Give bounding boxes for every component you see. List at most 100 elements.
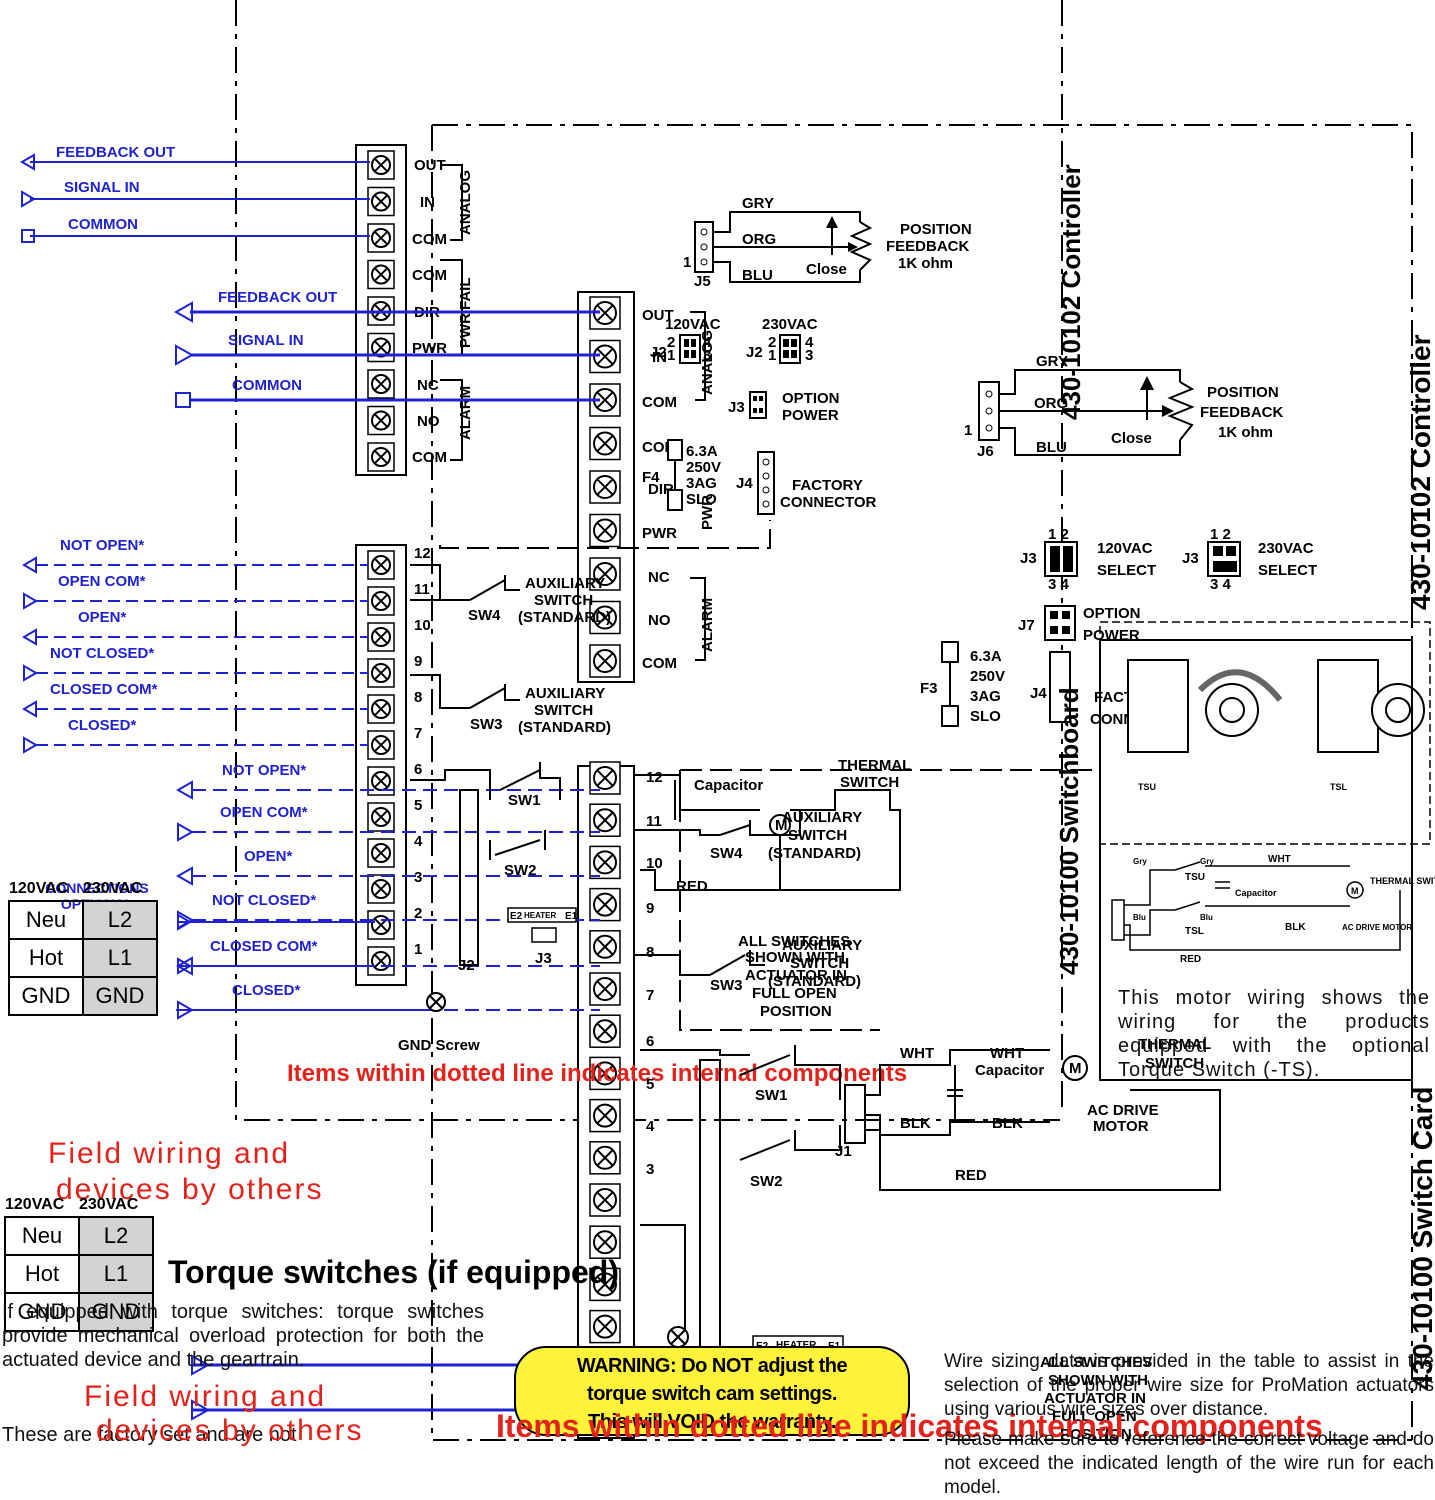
aux-line2-1: SWITCH	[534, 592, 593, 609]
j2-pin2b: 2	[768, 334, 776, 351]
left-term-number: 11	[414, 581, 430, 598]
j5-label: J5	[694, 273, 711, 290]
inset-blu-1: Blu	[1133, 913, 1146, 922]
j1-label: J1	[835, 1143, 852, 1160]
j6-label: J6	[977, 443, 994, 460]
terminal-screw	[367, 405, 395, 436]
inset-red: RED	[1180, 954, 1201, 965]
left-term-number: 4	[414, 833, 423, 850]
aux-title-1: AUXILIARY	[525, 575, 605, 592]
mid-term-number: 4	[646, 1118, 655, 1135]
j2-label-2: J2	[746, 344, 763, 361]
terminal-screw	[367, 802, 395, 832]
inset-tsu-lbl: TSU	[1185, 872, 1205, 883]
j6-ohm: 1K ohm	[1218, 424, 1273, 441]
j7-label: J7	[1018, 617, 1035, 634]
mid-term-number: 6	[646, 1033, 654, 1050]
sw4-label: SW4	[468, 607, 501, 624]
all-sw-mid-5: POSITION	[760, 1003, 832, 1020]
j2-pin3b: 3	[805, 347, 813, 364]
torque-heading: Torque switches (if equipped)	[168, 1254, 619, 1290]
torque-p1: If equipped with torque switches: torque…	[2, 1301, 484, 1371]
field-common: COMMON	[68, 216, 138, 233]
aux-wire-left-label: OPEN COM*	[58, 573, 146, 590]
left-term-number: 3	[414, 869, 422, 886]
field-wiring-upper-l1: Field wiring and	[48, 1137, 291, 1170]
terminal-screw	[367, 946, 395, 976]
terminal-screw	[367, 550, 395, 580]
terminal-screw	[367, 910, 395, 940]
j2-pin1b: 1	[768, 347, 776, 364]
left-term-number: 12	[414, 545, 431, 562]
sw1-sw2-upper	[410, 762, 561, 966]
motor-m-upper-label: M	[775, 817, 788, 834]
aux-line3-1: (STANDARD)	[518, 609, 611, 626]
aux-lower-switch-2: SWITCH	[790, 955, 849, 972]
heater-label-lower: HEATER	[776, 1340, 817, 1351]
f3-voltage: 250V	[970, 668, 1005, 685]
terminal-screw	[589, 930, 621, 964]
aux-lower-title-2: AUXILIARY	[782, 937, 862, 954]
wiring-diagram: OUT IN COM COM DIR PWR NC NO COM ANALOG …	[20, 0, 1435, 1443]
heater-e2-upper: E2	[510, 911, 523, 922]
field-feedback-out-2: FEEDBACK OUT	[218, 289, 337, 306]
j6-blu: BLU	[1036, 439, 1067, 456]
blk-1: BLK	[900, 1115, 931, 1132]
field-wires-mid: FEEDBACK OUT SIGNAL IN COMMON	[173, 289, 600, 408]
aux-wire-left-label: OPEN*	[78, 609, 127, 626]
f4-type: 3AG	[686, 475, 717, 492]
term-com3: COM	[412, 449, 447, 466]
field-wiring-lower-l2: devices by others	[96, 1414, 364, 1447]
mid-com1: COM	[642, 394, 677, 411]
left-term-number: 6	[414, 761, 422, 778]
f4-rating: 6.3A	[686, 443, 718, 460]
left-term-number: 1	[414, 941, 422, 958]
capacitor-lower: Capacitor	[975, 1062, 1044, 1079]
terminal-screw	[589, 1309, 621, 1344]
j3-option-power-upper: J3 OPTION POWER	[728, 390, 840, 424]
motor-wiring-upper	[634, 774, 901, 891]
motor-m-lower	[1062, 1055, 1088, 1081]
sw3-label: SW3	[470, 716, 503, 733]
term-no: NO	[417, 413, 440, 430]
table-lower-h1: 120VAC	[5, 1196, 65, 1213]
fuse-f4: 6.3A 250V 3AG SLO F4	[642, 439, 721, 511]
mid-term-number: 8	[646, 944, 654, 961]
j2-120vac: 120VAC	[665, 316, 721, 333]
all-switches-lower: ALL SWITCHES SHOWN WITH ACTUATOR IN FULL…	[1040, 1354, 1152, 1443]
table-lower-gnd: GND	[4, 1292, 80, 1332]
f3-slo: SLO	[970, 708, 1001, 725]
term-pwr: PWR	[412, 340, 447, 357]
blk-2: BLK	[992, 1115, 1023, 1132]
terminal-screw	[367, 442, 395, 472]
aux-lower-std-2: (STANDARD)	[768, 973, 861, 990]
inset-tsl-lbl: TSL	[1185, 926, 1204, 937]
j5-pin: 1	[683, 254, 691, 271]
inset-cap: Capacitor	[1235, 888, 1277, 898]
terminal-screw	[367, 223, 395, 253]
conn-opt-l1: CONNECTIONS	[45, 880, 149, 896]
gnd-screw-upper: GND Screw	[398, 992, 480, 1054]
gnd-screw-lower	[667, 1326, 689, 1348]
inset-gry-1: Gry	[1133, 857, 1147, 866]
aux-title-2: AUXILIARY	[525, 685, 605, 702]
all-sw-mid-2: SHOWN WITH	[745, 949, 845, 966]
mid-term-number: 9	[646, 900, 654, 917]
motor-note: This motor wiring shows the wiring for t…	[1118, 987, 1430, 1081]
aux-switch-sw3: SW3 AUXILIARY SWITCH (STANDARD)	[410, 674, 611, 736]
aux-wire-left-label: NOT CLOSED*	[50, 645, 154, 662]
terminal-screw	[589, 426, 621, 461]
aux-wire-left-label: NOT OPEN*	[60, 537, 144, 554]
fuse-f3: F3 6.3A 250V 3AG SLO	[920, 641, 1005, 727]
gnd-screw-label-upper: GND Screw	[398, 1037, 480, 1054]
inset-tsl: TSL	[1330, 782, 1348, 792]
connector-upper: CONNECTOR	[780, 494, 877, 511]
terminal-screw	[589, 972, 621, 1006]
term-in: IN	[420, 194, 435, 211]
wht-1: WHT	[900, 1045, 934, 1062]
field-common-2: COMMON	[232, 377, 302, 394]
term-com1: COM	[412, 231, 447, 248]
table-upper-gnd2: GND	[82, 976, 158, 1016]
aux-lower-switch: SWITCH	[788, 827, 847, 844]
left-term-number: 8	[414, 689, 422, 706]
